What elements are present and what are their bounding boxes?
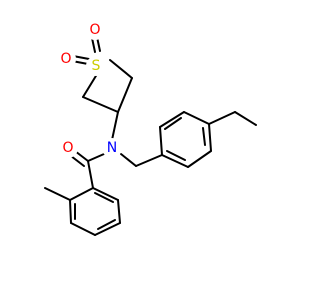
bond-c3-c4: [109, 59, 133, 79]
sulfur-label-bg: [86, 56, 106, 76]
bond-benz-inner-3: [94, 192, 114, 203]
bond-n-carbonyl-carbon: [87, 153, 105, 162]
bond-ethyl-1: [208, 111, 236, 125]
bond-ch2-aryl: [135, 154, 163, 167]
oxygen-left-atom-label: O: [60, 51, 71, 67]
bond-s-o-top-a: [91, 37, 96, 53]
bond-ethylbenz-inner-1: [166, 150, 186, 161]
bond-carbonyl-aryl: [87, 160, 94, 189]
bond-c2-n: [111, 111, 119, 141]
bond-c2-c3: [117, 77, 133, 113]
bond-benz-4: [94, 222, 121, 236]
oxygen-carbonyl-atom-label: O: [62, 140, 73, 156]
sulfur-atom-label: S: [92, 58, 101, 74]
bond-benz-3: [70, 222, 96, 236]
bond-carbonyl-b: [70, 155, 85, 167]
bond-ethylbenz-1: [161, 154, 189, 168]
bond-benz-6: [92, 187, 119, 201]
nitrogen-atom-label: N: [107, 140, 117, 156]
bond-benz-1: [69, 187, 94, 201]
bond-ethylbenz-inner-3: [164, 117, 182, 130]
bond-ethylbenz-6: [159, 126, 163, 156]
bond-benz-2: [69, 199, 72, 224]
bond-ethylbenz-2: [187, 150, 212, 168]
bond-ethylbenz-5: [159, 111, 185, 128]
bond-ethyl-2: [234, 111, 257, 126]
bond-benz-5: [117, 199, 121, 224]
oxygen-top-label-bg: [85, 20, 105, 40]
bond-methyl: [44, 187, 71, 201]
nitrogen-label-bg: [102, 138, 122, 158]
bond-ethylbenz-inner-2: [202, 127, 206, 146]
oxygen-left-label-bg: [56, 49, 76, 69]
oxygen-carbonyl-label-bg: [58, 138, 78, 158]
bond-c1-c2: [82, 96, 119, 113]
bond-ethylbenz-4: [183, 111, 210, 125]
molecule-structure: S O O N O: [44, 20, 257, 236]
bond-ethylbenz-3: [208, 123, 212, 152]
bond-benz-inner-2: [97, 219, 116, 230]
oxygen-top-atom-label: O: [89, 22, 100, 38]
bond-n-ch2: [120, 153, 137, 167]
bond-carbonyl-a: [74, 150, 89, 162]
